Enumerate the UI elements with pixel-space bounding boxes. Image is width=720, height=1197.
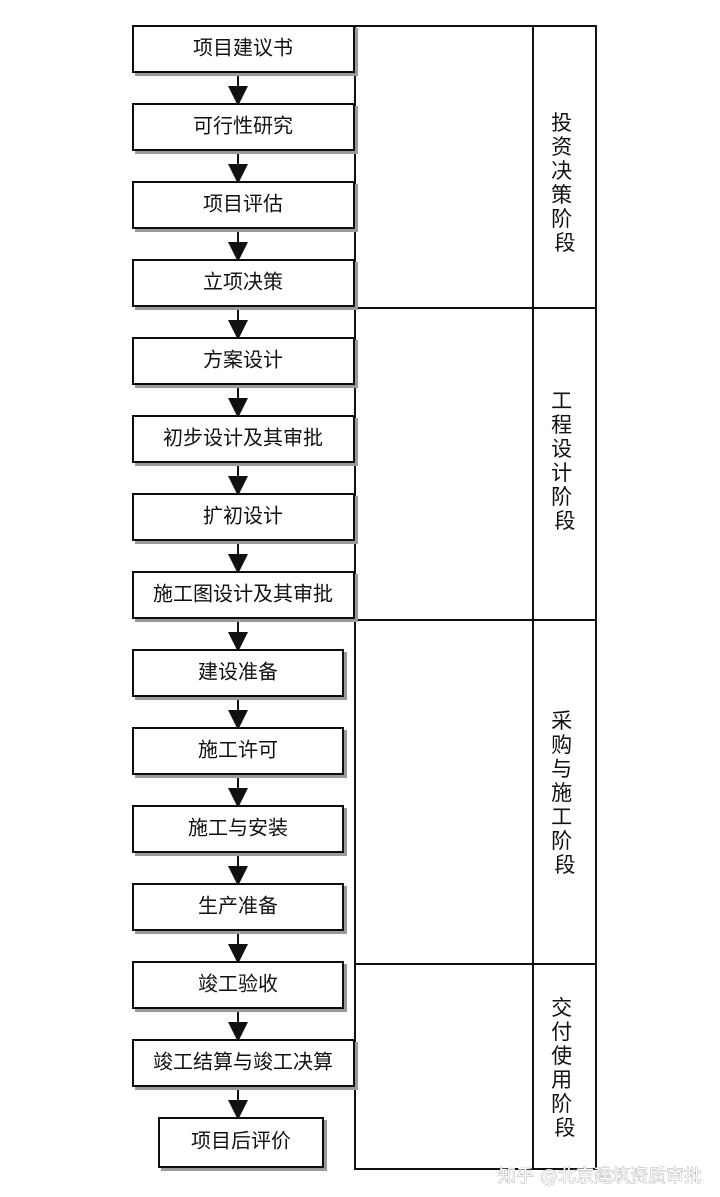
phase-label-char: 工: [551, 389, 572, 413]
phase-label-char: 施: [551, 781, 572, 805]
phase-label-char: 资: [551, 135, 572, 159]
step-box-expanded-design: [132, 493, 355, 541]
step-label-post-evaluation: 项目后评价: [191, 1129, 291, 1153]
phase-label-char: 交: [551, 996, 572, 1020]
step-box-feasibility-study: [132, 103, 355, 151]
phase-label-char: 程: [551, 413, 572, 437]
step-label-completion-acceptance: 竣工验收: [198, 972, 278, 996]
phase-label-char: 阶: [551, 207, 572, 231]
phase-label-char: 付: [551, 1020, 572, 1044]
step-label-final-settlement: 竣工结算与竣工决算: [153, 1050, 333, 1074]
step-box-post-evaluation: [158, 1117, 324, 1168]
step-box-preliminary-design: [132, 415, 355, 463]
phase-label-char: 投: [551, 111, 572, 135]
phase-label-procurement: 采 购 与 施 工 阶 段: [551, 709, 579, 877]
phase-label-investment: 投 资 决 策 阶 段: [551, 111, 579, 255]
phase-label-char: 决: [551, 159, 572, 183]
phase-label-char: 工: [551, 805, 572, 829]
phase-label-char: 段: [555, 509, 576, 533]
step-label-project-evaluation: 项目评估: [203, 192, 283, 216]
step-label-project-decision: 立项决策: [203, 270, 283, 294]
phase-label-char: 阶: [551, 485, 572, 509]
watermark-text: 知乎 @北京建筑资质审批: [498, 1166, 702, 1187]
phase-label-char: 使: [551, 1044, 572, 1068]
phase-label-char: 段: [555, 1116, 576, 1140]
phase-label-char: 阶: [551, 1092, 572, 1116]
step-label-construction-drawing: 施工图设计及其审批: [153, 582, 333, 606]
step-box-project-proposal: [132, 25, 355, 73]
phase-label-char: 段: [555, 231, 576, 255]
phase-labels: 投 资 决 策 阶 段 工 程 设 计 阶 段 采 购 与 施 工 阶 段 交 …: [551, 111, 579, 1140]
step-box-construction-permit: [132, 727, 344, 775]
step-box-production-prep: [132, 883, 344, 931]
phase-label-char: 购: [551, 733, 572, 757]
step-box-completion-acceptance: [132, 961, 344, 1009]
phase-label-char: 策: [551, 183, 572, 207]
step-box-final-settlement: [132, 1039, 355, 1087]
step-boxes: 项目建议书 可行性研究 项目评估 立项决策 方案设计 初步设计及其审批 扩初设计…: [132, 25, 355, 1168]
phase-label-char: 设: [551, 437, 572, 461]
phase-label-char: 与: [551, 757, 572, 781]
step-label-feasibility-study: 可行性研究: [193, 114, 293, 138]
phase-label-char: 计: [551, 461, 572, 485]
step-label-construction-installation: 施工与安装: [188, 816, 288, 840]
phase-label-delivery: 交 付 使 用 阶 段: [551, 996, 579, 1140]
step-box-project-evaluation: [132, 181, 355, 229]
phase-label-char: 采: [551, 709, 572, 733]
step-box-construction-drawing: [132, 571, 355, 619]
step-label-project-proposal: 项目建议书: [193, 36, 293, 60]
step-box-construction-prep: [132, 649, 344, 697]
step-label-construction-permit: 施工许可: [198, 738, 278, 762]
step-label-expanded-design: 扩初设计: [203, 504, 283, 528]
step-label-production-prep: 生产准备: [198, 894, 278, 918]
step-label-preliminary-design: 初步设计及其审批: [163, 426, 323, 450]
step-box-scheme-design: [132, 337, 355, 385]
step-label-scheme-design: 方案设计: [203, 348, 283, 372]
phase-label-char: 段: [555, 853, 576, 877]
step-box-construction-installation: [132, 805, 344, 853]
phase-frames: [354, 25, 597, 1170]
phase-label-char: 阶: [551, 829, 572, 853]
step-label-construction-prep: 建设准备: [198, 660, 278, 684]
phase-label-char: 用: [551, 1068, 572, 1092]
phase-label-design: 工 程 设 计 阶 段: [551, 389, 579, 533]
step-box-project-decision: [132, 259, 355, 307]
